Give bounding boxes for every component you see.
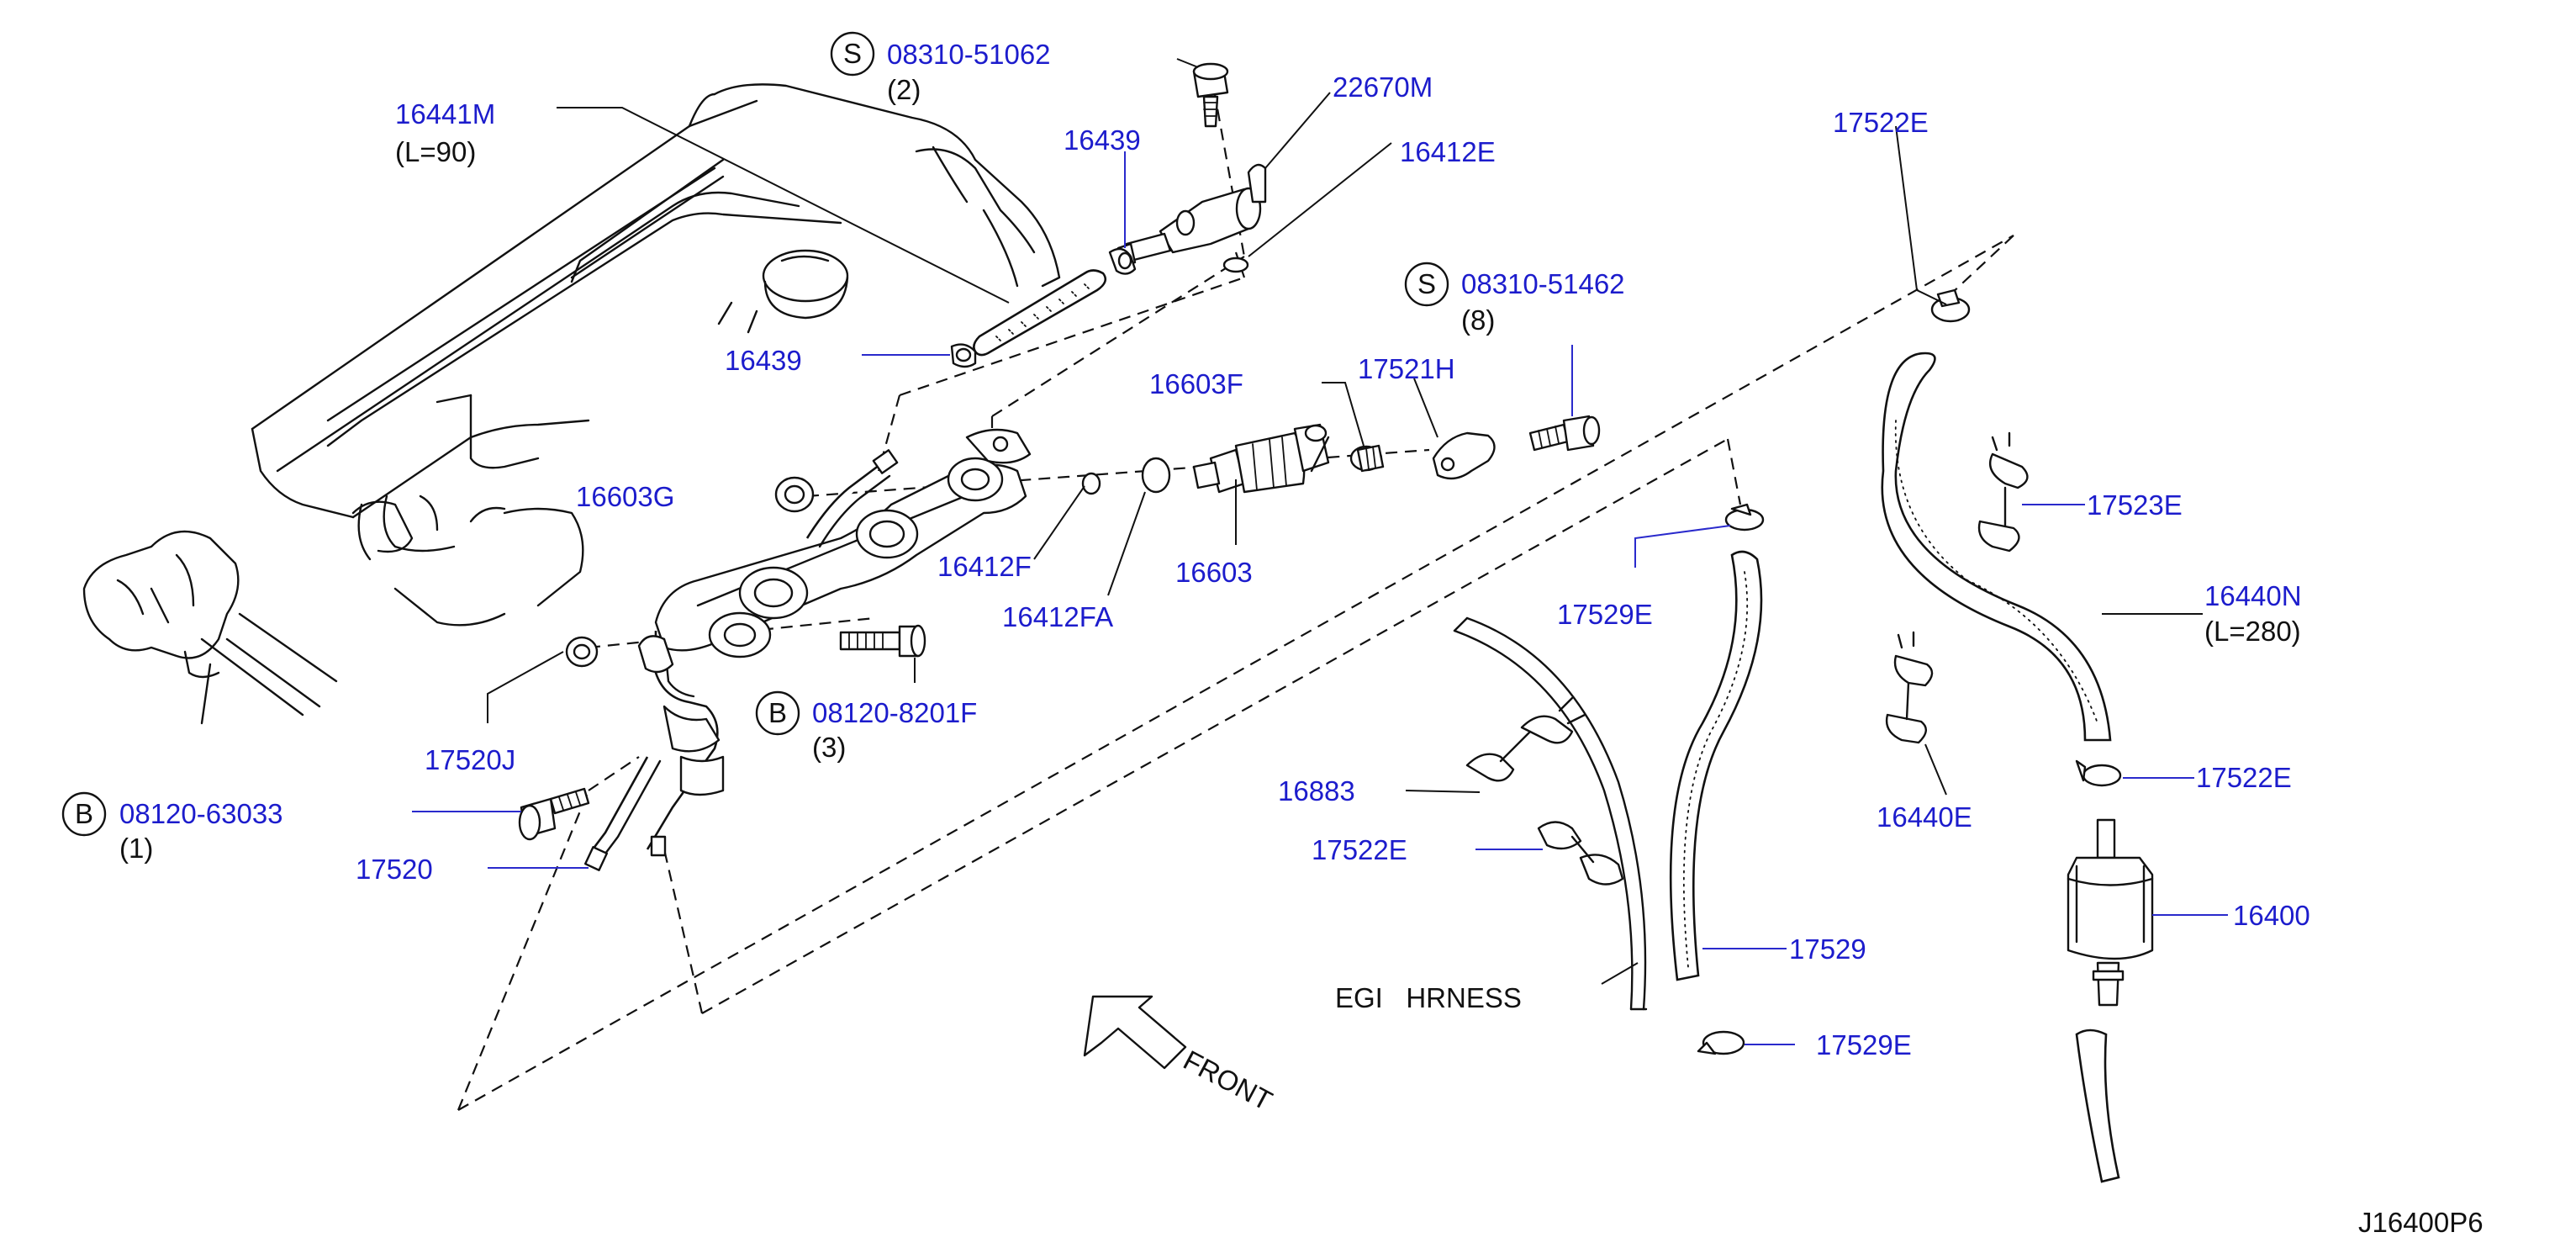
label-17522e-right: 17522E (2196, 762, 2292, 793)
part-labels: 16441M (L=90) 08310-51062 (2) 16439 2267… (119, 39, 2484, 1238)
bolt-08310-51062-icon (1192, 62, 1229, 128)
label-08120-8201f: 08120-8201F (812, 697, 977, 728)
clamp-17529e-top-icon (1724, 503, 1765, 531)
label-16603g: 16603G (576, 481, 674, 512)
label-egi-harness: EGI HRNESS (1335, 982, 1522, 1013)
label-16439-mid: 16439 (725, 345, 802, 376)
clamp-16439-top-icon (1108, 247, 1137, 275)
hose-17529-icon (1669, 550, 1763, 981)
clip-16883-icon (1465, 696, 1586, 782)
label-16440n-length: (L=280) (2204, 616, 2301, 647)
clamp-17522e-top-icon (1930, 288, 1971, 323)
label-16441m: 16441M (395, 98, 495, 130)
label-08120-63033-qty: (1) (119, 833, 153, 864)
symbol-b-1: B (768, 697, 787, 728)
label-16603: 16603 (1175, 557, 1253, 588)
symbol-b-2: B (75, 798, 93, 829)
clip-16440e-icon (1885, 631, 1934, 744)
label-16400: 16400 (2233, 900, 2310, 931)
fuel-rail-assembly (518, 428, 1032, 871)
hose-16440n-icon (1881, 352, 2112, 742)
label-front: FRONT (1179, 1044, 1278, 1117)
label-17521h: 17521H (1358, 353, 1455, 384)
pressure-regulator-22670m-icon (1116, 163, 1267, 267)
oil-filler-cap-icon (762, 249, 849, 303)
label-16440e: 16440E (1877, 801, 1972, 833)
bolt-08310-51462-icon (1528, 415, 1601, 452)
o-ring-16412fa-icon (1141, 457, 1171, 494)
symbol-s-2: S (1417, 268, 1436, 299)
clip-17521h-icon (1432, 431, 1496, 480)
cap-16603f-icon (1349, 444, 1385, 473)
label-16441m-length: (L=90) (395, 136, 476, 167)
label-08310-51062-qty: (2) (887, 74, 921, 105)
leader-lines (412, 58, 2228, 1045)
engine-head-outline (82, 83, 1061, 725)
label-16412e: 16412E (1400, 136, 1496, 167)
bolt-08120-8201f-icon (839, 624, 926, 658)
label-16412fa: 16412FA (1002, 601, 1113, 632)
label-16412f: 16412F (937, 551, 1032, 582)
clip-17522e-left-icon (1537, 821, 1624, 886)
label-17529e-bot: 17529E (1816, 1029, 1912, 1060)
label-17520j: 17520J (425, 744, 515, 775)
hose-16441m-icon (973, 269, 1107, 357)
label-16440n: 16440N (2204, 580, 2302, 611)
injector-16603-icon (1081, 423, 1330, 495)
clamp-17522e-right-icon (2075, 759, 2122, 787)
egi-harness-icon (1453, 616, 1648, 1011)
label-22670m: 22670M (1333, 71, 1433, 103)
label-08310-51062: 08310-51062 (887, 39, 1051, 70)
label-17522e-top: 17522E (1833, 107, 1929, 138)
label-08310-51462: 08310-51462 (1461, 268, 1625, 299)
label-17529e-top: 17529E (1557, 599, 1653, 630)
label-17529: 17529 (1789, 933, 1866, 965)
front-arrow-icon (1083, 995, 1187, 1070)
symbol-s-1: S (843, 38, 862, 69)
hose-lower-right-icon (2075, 1029, 2120, 1183)
o-ring-16412e-icon (1222, 256, 1249, 273)
o-ring-16412f-icon (1081, 472, 1101, 495)
clamp-17529e-bot-icon (1697, 1030, 1745, 1055)
clip-17523e-icon (1977, 431, 2029, 553)
label-16883: 16883 (1278, 775, 1355, 806)
diagram-id: J16400P6 (2358, 1207, 2484, 1238)
label-08120-8201f-qty: (3) (812, 732, 846, 763)
label-16603f: 16603F (1149, 368, 1243, 399)
bolt-08120-63033-icon (518, 787, 590, 841)
label-17520: 17520 (356, 854, 433, 885)
label-17522e-left: 17522E (1312, 834, 1407, 865)
label-08310-51462-qty: (8) (1461, 304, 1495, 336)
label-16439-top: 16439 (1064, 124, 1141, 156)
label-17523e: 17523E (2087, 489, 2183, 521)
label-08120-63033: 08120-63033 (119, 798, 283, 829)
fuel-filter-16400-icon (2067, 818, 2154, 1007)
symbol-circles: S S B B (61, 31, 1449, 837)
clamp-16439-mid-icon (950, 343, 977, 368)
